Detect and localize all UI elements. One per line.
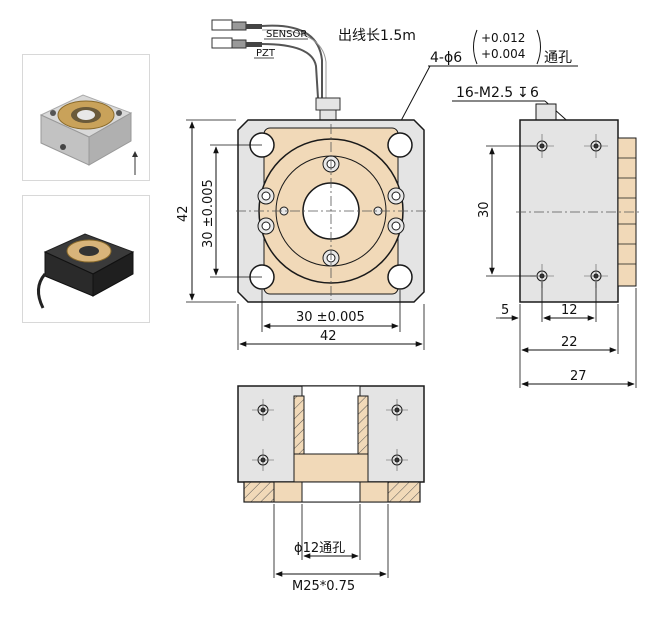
sensor-label: SENSOR — [266, 29, 307, 40]
thread-spec-label: 16-M2.5 — [456, 85, 513, 101]
through-hole-label: 通孔 — [544, 50, 572, 66]
hole-spec-label: 4-ϕ6 — [430, 50, 462, 66]
dim-side-5: 5 — [501, 303, 509, 318]
front-view — [236, 119, 428, 303]
depth-symbol: ↧ — [517, 85, 529, 101]
dim-side-22: 22 — [561, 335, 578, 350]
tolerance-lower: +0.004 — [481, 47, 525, 61]
dim-inner-30-vertical: 30 ±0.005 — [201, 179, 216, 248]
dim-side-30: 30 — [477, 201, 492, 218]
thread-depth-label: 6 — [530, 85, 539, 101]
product-photo-black — [22, 195, 150, 323]
dim-inner-30-horizontal: 30 ±0.005 — [296, 310, 365, 325]
cable-connectors — [211, 19, 341, 123]
cable-length-label: 出线长1.5m — [338, 28, 416, 44]
pzt-label: PZT — [256, 48, 276, 59]
dim-side-12: 12 — [561, 303, 578, 318]
dim-side-27: 27 — [570, 369, 587, 384]
dim-width-42: 42 — [320, 329, 337, 344]
section-view — [237, 385, 425, 503]
bore-label: ϕ12通孔 — [294, 541, 345, 556]
thread-label: M25*0.75 — [292, 579, 355, 594]
side-view — [516, 103, 640, 303]
tolerance-upper: +0.012 — [481, 31, 525, 45]
product-photo-silver — [22, 54, 150, 181]
dim-height-42: 42 — [176, 205, 191, 222]
